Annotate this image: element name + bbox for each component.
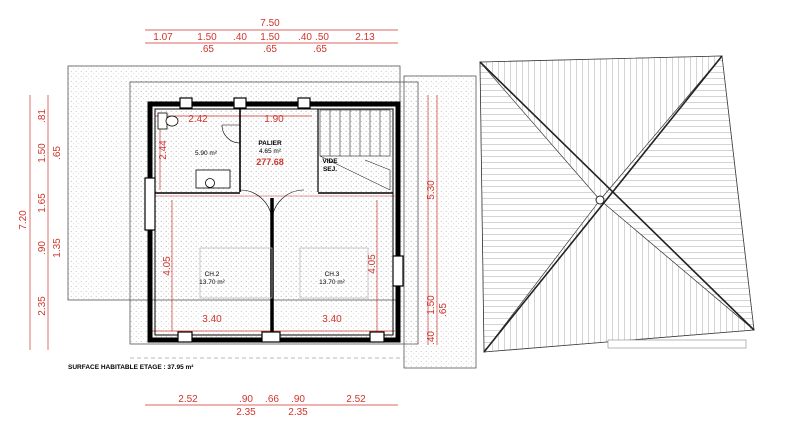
top-dim-10: .65 [313, 44, 327, 55]
right-dim-4: .65 [438, 303, 449, 317]
left-dim-7: 1.35 [52, 238, 63, 258]
bottom-dim-6: 2.35 [236, 407, 256, 418]
bottom-dim-7: 2.35 [288, 407, 308, 418]
ch3-width-dim: 3.40 [322, 314, 342, 325]
landing-area: 4.65 m² [259, 148, 282, 155]
top-dim-4: 1.50 [260, 32, 280, 43]
top-total-dim: 7.50 [260, 18, 280, 29]
left-dim-3: 1.65 [37, 193, 48, 213]
left-dim-6: .65 [52, 146, 63, 160]
top-dim-9: .65 [263, 44, 277, 55]
top-dim-2: 1.50 [197, 32, 217, 43]
bottom-dim-2: .90 [239, 394, 253, 405]
bottom-dim-5: 2.52 [346, 394, 366, 405]
bath-area: 5.90 m² [195, 150, 218, 157]
left-dim-2: 1.50 [37, 143, 48, 163]
right-dim-3: .40 [426, 331, 437, 345]
bottom-dim-4: .90 [291, 394, 305, 405]
bath-fixtures [157, 112, 231, 189]
bottom-dim-1: 2.52 [178, 394, 198, 405]
landing-altitude: 277.68 [256, 157, 284, 167]
right-dim-1: 5.30 [426, 180, 437, 200]
ch3-height-dim: 4.05 [367, 254, 378, 274]
beds [199, 247, 369, 299]
roof-plan [479, 55, 755, 353]
doors [221, 124, 305, 223]
ch2-width-dim: 3.40 [202, 314, 222, 325]
windows [144, 97, 404, 343]
left-dim-4: .90 [37, 241, 48, 255]
bottom-dim-3: .66 [265, 394, 279, 405]
ch3-name: CH.3 [325, 271, 340, 278]
void-label-2: SEJ. [323, 166, 337, 173]
bath-height-dim: 2.44 [158, 140, 169, 160]
top-dim-6: .50 [315, 32, 329, 43]
top-dim-7: 2.13 [355, 32, 375, 43]
staircase [319, 109, 391, 191]
top-dim-1: 1.07 [153, 32, 173, 43]
void-label-1: VIDE [322, 158, 338, 165]
landing-name: PALIER [258, 140, 282, 147]
landing-dim: 1.90 [264, 114, 284, 125]
left-dim-5: 2.35 [37, 296, 48, 316]
top-dim-5: .40 [298, 32, 312, 43]
ch3-area: 13.70 m² [319, 279, 345, 286]
dimension-lines [29, 29, 438, 406]
ch2-area: 13.70 m² [199, 279, 225, 286]
surface-summary: SURFACE HABITABLE ETAGE : 37.95 m² [68, 364, 194, 371]
left-dim-1: .81 [37, 109, 48, 123]
bath-width-dim: 2.42 [188, 114, 208, 125]
right-dim-2: 1.50 [426, 295, 437, 315]
ch2-height-dim: 4.05 [162, 256, 173, 276]
top-dim-8: .65 [200, 44, 214, 55]
left-total-dim: 7.20 [18, 210, 29, 230]
top-dim-3: .40 [233, 32, 247, 43]
ch2-name: CH.2 [205, 271, 220, 278]
